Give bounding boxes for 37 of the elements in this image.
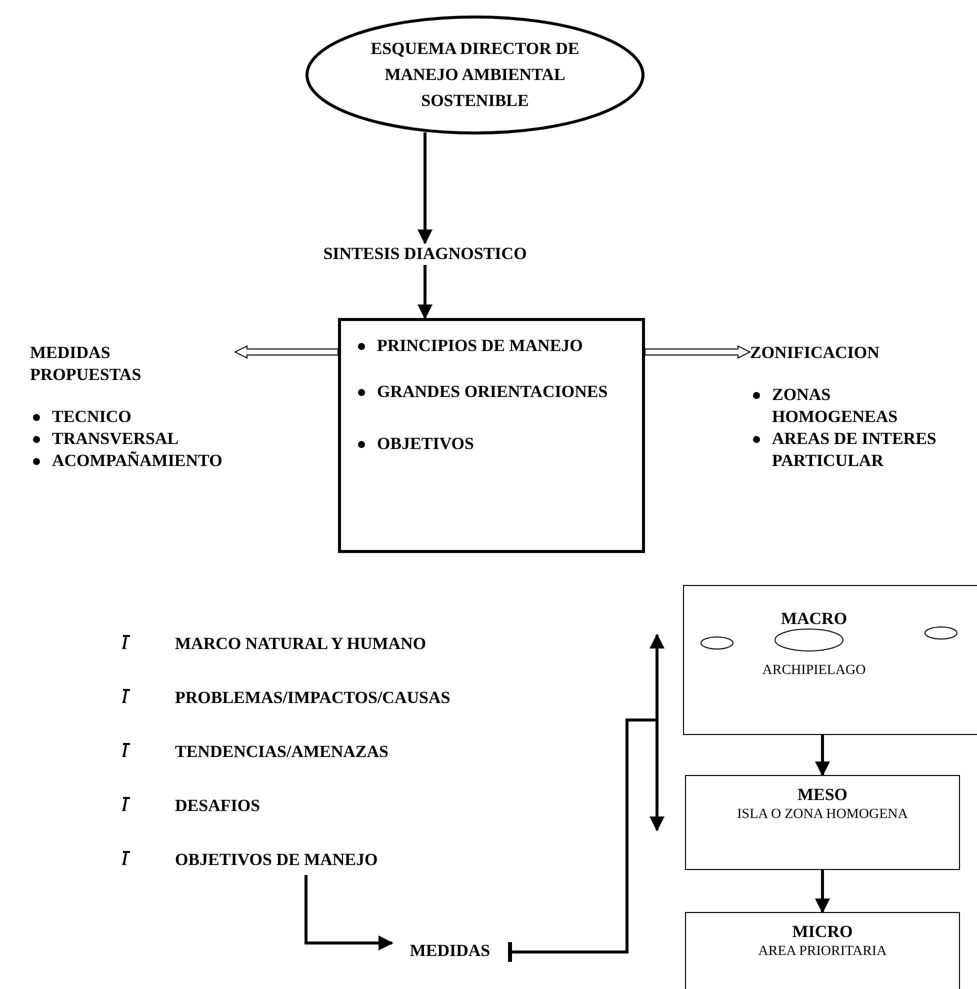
arrow xyxy=(815,735,830,776)
label-text: SINTESIS DIAGNOSTICO xyxy=(322,243,528,265)
list-item: AREAS DE INTERES PARTICULAR xyxy=(772,428,938,472)
list-item: ACOMPAÑAMIENTO xyxy=(52,450,224,472)
list-item: TRANSVERSAL xyxy=(52,428,180,450)
list-item: MARCO NATURAL Y HUMANO xyxy=(175,633,426,655)
list-item: ZONAS HOMOGENEAS xyxy=(772,384,899,428)
level-box xyxy=(683,585,977,735)
list-item: TECNICO xyxy=(52,406,132,428)
outline-arrow xyxy=(644,345,752,359)
list-box xyxy=(338,318,645,553)
title-text: ESQUEMA DIRECTOR DE MANEJO AMBIENTAL SOSTENIBLE xyxy=(370,38,580,112)
list-item: OBJETIVOS xyxy=(377,433,475,455)
heading: MESO xyxy=(796,784,849,806)
label-text: AREA PRIORITARIA xyxy=(757,943,888,961)
heading: MACRO xyxy=(780,608,848,630)
list-item: DESAFIOS xyxy=(175,795,260,817)
list-item: TENDENCIAS/AMENAZAS xyxy=(175,741,388,763)
list-item: PROBLEMAS/IMPACTOS/CAUSAS xyxy=(175,687,450,709)
arrow xyxy=(304,875,394,950)
list-item: OBJETIVOS DE MANEJO xyxy=(175,849,378,871)
heading: ZONIFICACION xyxy=(750,342,880,364)
label-text: ARCHIPIELAGO xyxy=(761,662,867,680)
outline-arrow xyxy=(234,345,338,359)
heading: MICRO xyxy=(791,921,854,943)
level-box xyxy=(685,775,960,870)
list-item: PRINCIPIOS DE MANEJO xyxy=(377,335,584,357)
arrow xyxy=(815,870,830,914)
arrow xyxy=(418,265,432,320)
label-text: MEDIDAS xyxy=(408,940,492,962)
list-item: GRANDES ORIENTACIONES xyxy=(377,381,609,403)
label-text: ISLA O ZONA HOMOGENA xyxy=(736,806,909,824)
heading: MEDIDAS PROPUESTAS xyxy=(30,342,142,386)
level-box xyxy=(685,912,960,989)
arrow xyxy=(418,132,432,244)
arrow xyxy=(508,718,664,962)
ellipse-node xyxy=(305,15,645,135)
